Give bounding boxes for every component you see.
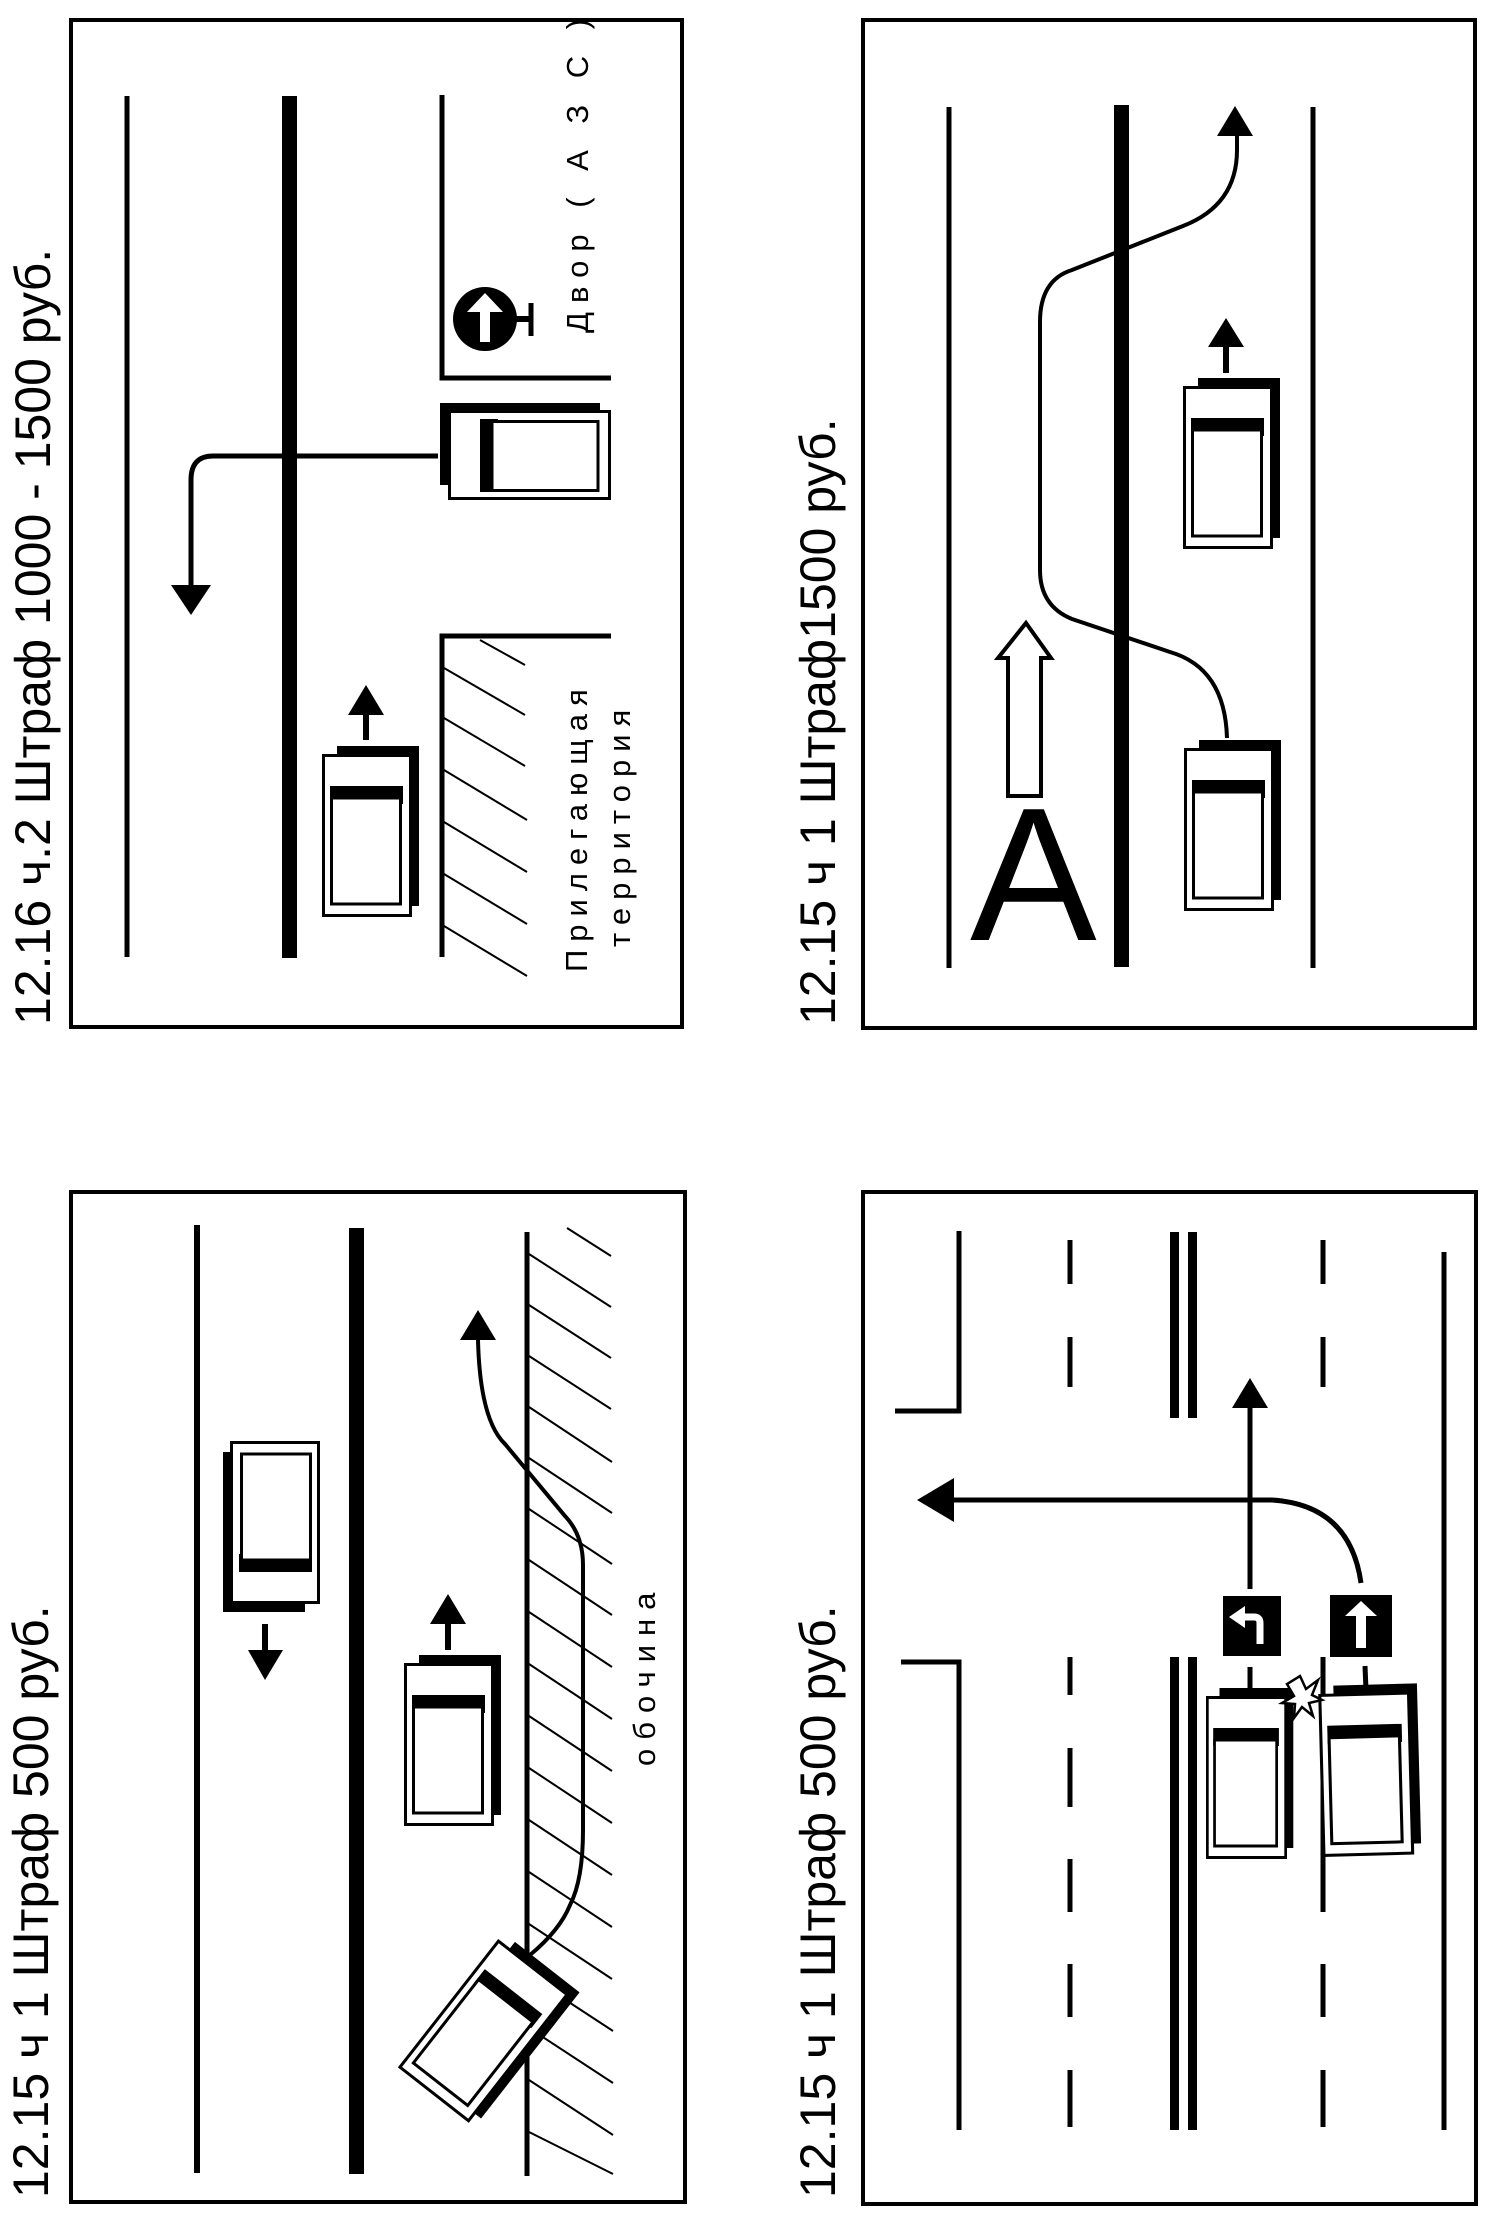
adjacent-territory-boundary — [439, 633, 611, 957]
adjacent-territory-label-2: территория — [602, 702, 637, 947]
car-icon — [1183, 376, 1282, 549]
curb-lower-left — [901, 1659, 962, 2130]
panel-frame — [69, 1190, 687, 2204]
panel-frame — [861, 18, 1477, 1030]
yard-label: Двор ( А З С ) — [560, 10, 595, 333]
panel-caption: 12.15 ч 1 Штраф 500 руб. — [790, 1605, 846, 2198]
panel-frame — [69, 18, 684, 1029]
shoulder-pass-path-arrow-icon — [476, 1339, 585, 1957]
curb-upper-left — [895, 1231, 962, 1414]
left-turn-lane-sign-icon — [1223, 1596, 1281, 1656]
car-icon — [398, 1932, 582, 2128]
solid-center-line — [282, 96, 297, 958]
car-icon — [1317, 1681, 1423, 1857]
hollow-up-arrow-icon — [993, 619, 1055, 798]
straight-path-arrow-icon — [1232, 1378, 1268, 1589]
car-icon — [1184, 738, 1283, 911]
arrowhead — [171, 585, 211, 615]
left-turn-path-arrow-icon — [950, 1497, 1364, 1584]
hatching — [443, 639, 528, 977]
panel-top-right: 12.15 ч 1 Штраф1500 руб. A — [790, 18, 1477, 1030]
straight-lane-sign-icon — [1330, 1595, 1392, 1657]
left-turn-path-arrow-icon — [188, 453, 438, 590]
panel-caption: 12.16 ч.2 Штраф 1000 - 1500 руб. — [5, 249, 61, 1025]
double-solid-line — [1170, 1232, 1197, 2130]
yard-exit-sign-icon — [453, 287, 534, 351]
car-icon — [221, 1441, 320, 1614]
straight-arrow-icon — [1208, 318, 1244, 373]
car-icon — [404, 1653, 503, 1826]
panel-bottom-right: 12.15 ч 1 Штраф 500 руб. — [790, 1190, 1478, 2206]
straight-arrow-icon — [348, 685, 384, 740]
arrowhead — [1217, 106, 1253, 136]
adjacent-territory-label-1: Прилегающая — [559, 681, 594, 972]
down-arrow-icon — [248, 1624, 283, 1680]
panel-caption: 12.15 ч 1 Штраф1500 руб. — [790, 418, 846, 1025]
shoulder-label: обочина — [627, 1584, 662, 1766]
yard-boundary — [439, 95, 611, 381]
solid-center-line — [1114, 105, 1129, 967]
car-icon — [438, 401, 611, 500]
solid-center-line — [349, 1228, 364, 2174]
overtake-path-arrow-icon — [1038, 130, 1239, 739]
collision-icon — [1277, 1674, 1326, 1723]
panel-caption: 12.15 ч 1 Штраф 500 руб. — [3, 1605, 59, 2198]
panel-top-left: 12.16 ч.2 Штраф 1000 - 1500 руб. Двор ( … — [5, 10, 684, 1029]
panel-bottom-left: 12.15 ч 1 Штраф 500 руб. обочи — [3, 1190, 687, 2204]
arrowhead — [917, 1478, 954, 1522]
sign-letter-a: A — [970, 769, 1097, 981]
straight-arrow-icon — [430, 1594, 466, 1650]
hatching — [528, 1227, 614, 2175]
car-icon — [322, 744, 421, 917]
panel-frame — [861, 1190, 1478, 2206]
car-icon — [1205, 1686, 1295, 1859]
arrowhead — [460, 1310, 496, 1340]
